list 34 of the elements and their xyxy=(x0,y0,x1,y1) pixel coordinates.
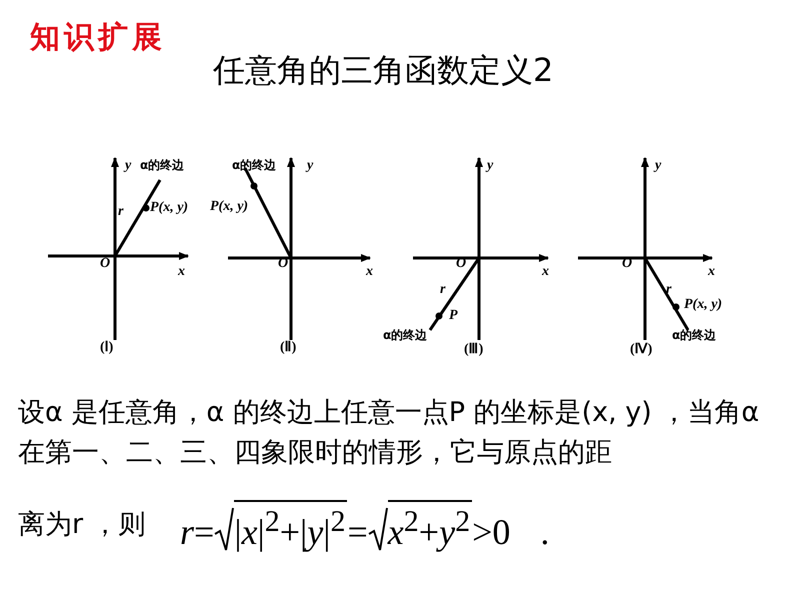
point-label: P(x, y) xyxy=(150,200,188,216)
figure-number: (Ⅳ) xyxy=(630,342,652,358)
terminal-side-label: α的终边 xyxy=(140,157,184,174)
math-expression: >0 xyxy=(472,512,510,552)
paragraph: 设α 是任意角，α 的终边上任意一点P 的坐标是(x, y) ，当角α 在第一、二、三、四象限时的情形，它与原点的距 xyxy=(18,396,760,470)
math-expression: |x|$^{2}$+|y|$^{2}$ xyxy=(234,500,348,552)
axis-label: y xyxy=(487,158,494,174)
origin-label: O xyxy=(100,256,110,272)
point-label: P(x, y) xyxy=(684,297,722,313)
axis-label: y xyxy=(655,158,662,174)
math-expression: r= xyxy=(180,512,214,552)
axis-label: y xyxy=(307,158,314,174)
radius-label: r xyxy=(440,282,446,298)
paragraph: 离为r ，则 xyxy=(18,508,146,542)
point-label: P xyxy=(449,308,458,324)
slide-title: 任意角的三角函数定义2 xyxy=(213,50,554,90)
terminal-side-label: α的终边 xyxy=(383,327,428,344)
math-expression: x$^{2}$+y$^{2}$ xyxy=(388,500,472,552)
axis-label: x xyxy=(366,264,373,280)
axis-label: y xyxy=(125,158,132,174)
section-heading: 知识扩展 xyxy=(30,20,166,56)
figure-number: (Ⅰ) xyxy=(100,340,114,356)
math-expression: . xyxy=(540,512,550,552)
radius-label: r xyxy=(118,204,124,220)
axis-label: x xyxy=(178,264,185,280)
axis-label: x xyxy=(542,264,549,280)
axis-label: x xyxy=(708,264,715,280)
math-expression: = xyxy=(347,512,368,552)
figure-number: (Ⅲ) xyxy=(464,342,484,358)
terminal-side-label: α的终边 xyxy=(232,157,276,174)
figure-number: (Ⅱ) xyxy=(280,340,296,356)
radius-label: r xyxy=(666,282,672,298)
point-label: P(x, y) xyxy=(210,199,248,215)
terminal-side-label: α的终边 xyxy=(672,327,716,344)
